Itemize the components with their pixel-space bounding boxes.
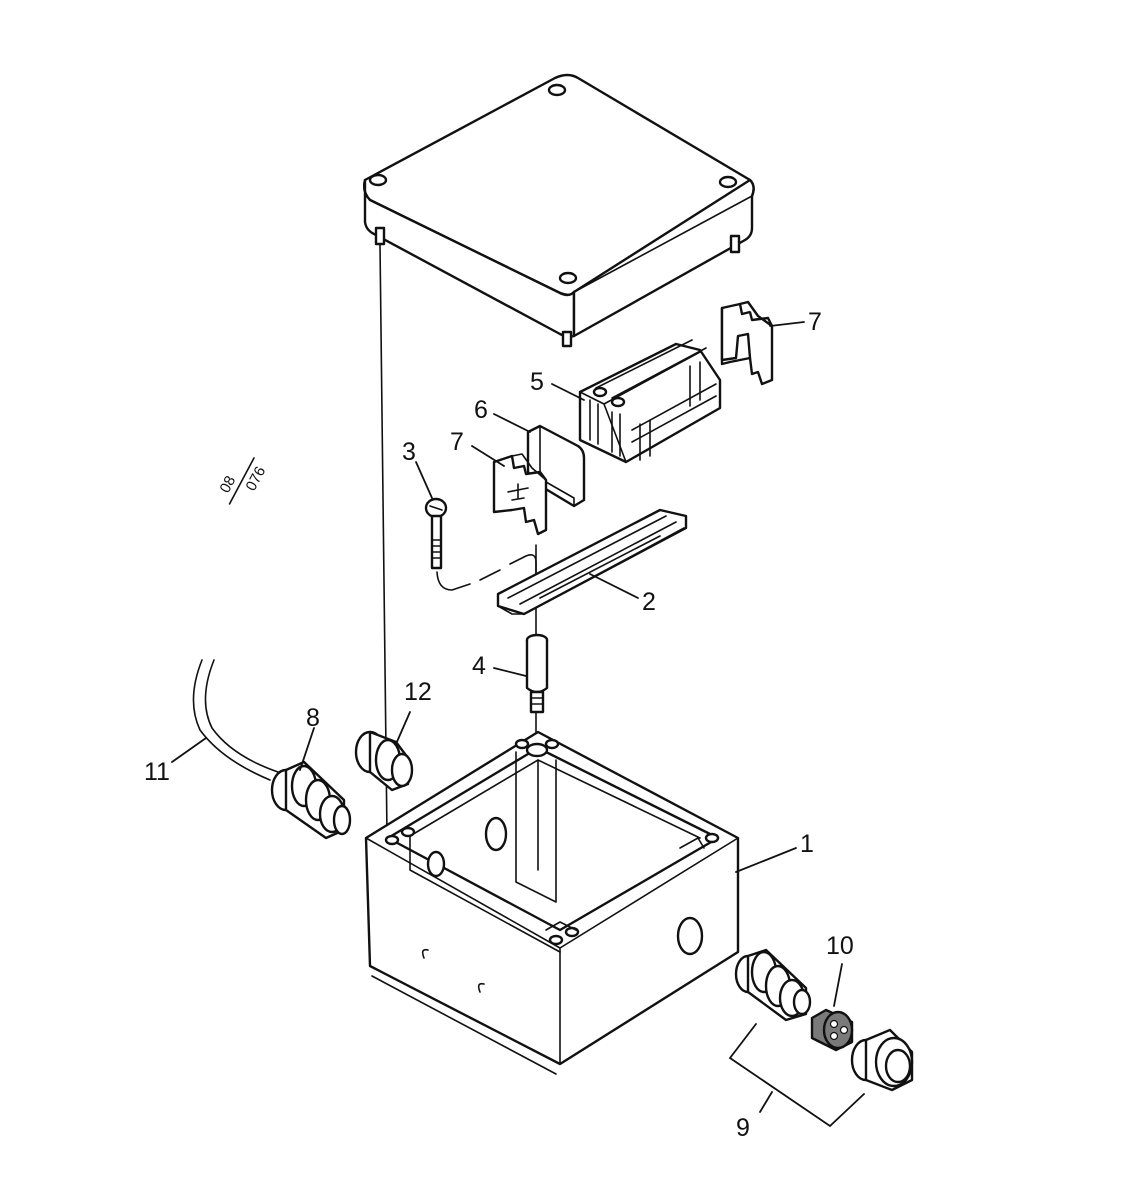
callout-4: 4 bbox=[472, 652, 486, 680]
alignment-line-lid bbox=[379, 244, 388, 836]
cable-gland-left bbox=[270, 760, 352, 840]
callout-labels: 1 2 3 4 5 6 7 7 8 9 10 11 12 bbox=[144, 308, 854, 1142]
blanking-plug bbox=[354, 730, 414, 792]
document-reference: 08 076 bbox=[217, 457, 270, 505]
callout-1: 1 bbox=[800, 830, 814, 858]
seal-insert bbox=[810, 1008, 854, 1052]
cable bbox=[192, 659, 279, 781]
callout-12: 12 bbox=[404, 678, 432, 706]
callout-7-left: 7 bbox=[450, 428, 464, 456]
callout-7-right: 7 bbox=[808, 308, 822, 336]
callout-11: 11 bbox=[144, 758, 170, 786]
gland-nut bbox=[850, 1028, 914, 1092]
lid-cover bbox=[362, 73, 755, 348]
standoff bbox=[525, 633, 549, 714]
terminal-blocks bbox=[578, 339, 722, 464]
enclosure-box bbox=[364, 730, 740, 1075]
screw bbox=[424, 497, 537, 591]
callout-3: 3 bbox=[402, 438, 416, 466]
din-rail bbox=[496, 508, 688, 616]
doc-ref-top: 08 bbox=[217, 473, 240, 496]
leader-lines bbox=[171, 321, 865, 1128]
doc-ref-slash bbox=[228, 457, 255, 505]
callout-5: 5 bbox=[530, 368, 544, 396]
callout-8: 8 bbox=[306, 704, 320, 732]
end-stop-left bbox=[492, 453, 548, 536]
callout-6: 6 bbox=[474, 396, 488, 424]
doc-ref-bottom: 076 bbox=[243, 464, 270, 494]
end-stop-right bbox=[720, 300, 774, 386]
callout-10: 10 bbox=[826, 932, 854, 960]
callout-2: 2 bbox=[642, 588, 656, 616]
cable-gland-right bbox=[734, 948, 812, 1022]
callout-9: 9 bbox=[736, 1114, 750, 1142]
